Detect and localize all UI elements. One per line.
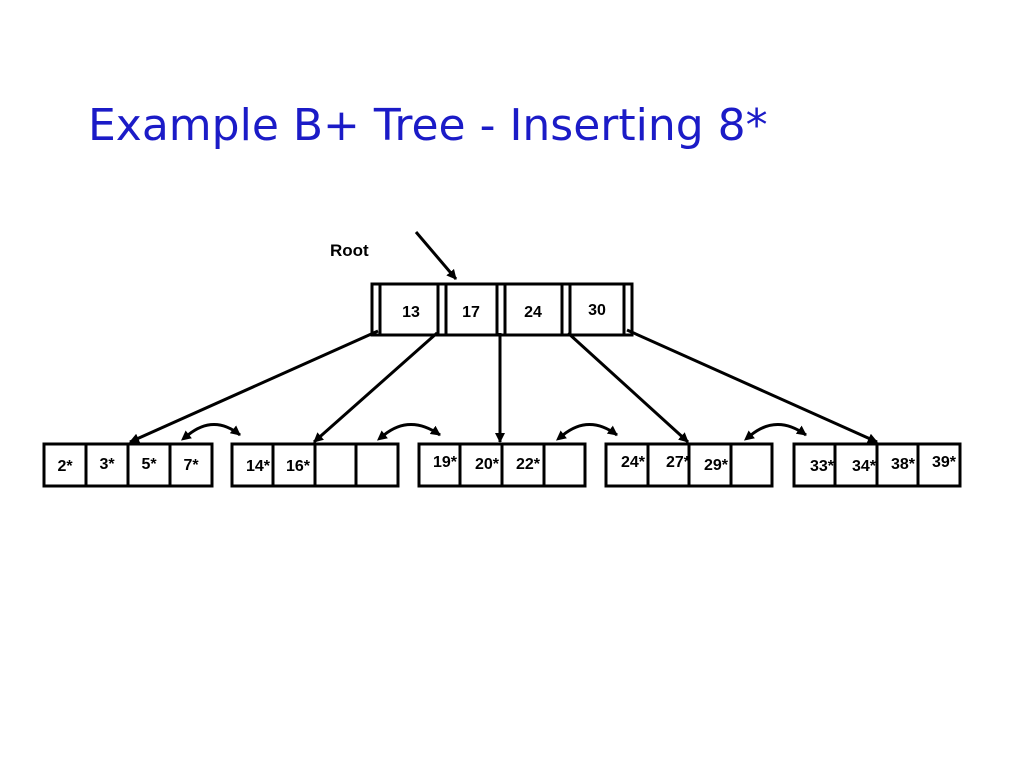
child-pointer-arrow: [313, 331, 438, 444]
leaf-entry: 16*: [286, 458, 311, 475]
leaf-entry: 33*: [810, 458, 835, 475]
leaf-entry: 27*: [666, 454, 691, 471]
leaf-entry: 3*: [99, 456, 115, 473]
sibling-link-arrow: [376, 423, 441, 441]
leaf-entry: 7*: [183, 457, 199, 474]
leaf-entry: 19*: [433, 454, 458, 471]
leaf-entry: 14*: [246, 458, 271, 475]
root-node-box: [370, 282, 634, 337]
leaf-node: 19* 20* 22*: [417, 442, 587, 488]
slide-title: Example B+ Tree - Inserting 8*: [88, 100, 768, 151]
child-pointer-arrow: [566, 331, 690, 444]
sibling-link-arrow: [180, 423, 241, 441]
leaf-node: 24* 27* 29*: [604, 442, 774, 488]
leaf-entry: 29*: [704, 457, 729, 474]
leaf-entry: 20*: [475, 456, 500, 473]
sibling-link-arrow: [555, 423, 618, 441]
root-key: 30: [588, 302, 606, 319]
root-key: 13: [402, 304, 420, 321]
leaf-node: 14* 16*: [230, 442, 400, 488]
leaf-entry: 5*: [141, 456, 157, 473]
root-key: 24: [524, 304, 542, 321]
root-pointer-arrow: [414, 231, 458, 280]
sibling-link-arrow: [743, 423, 807, 441]
root-node: 13 17 24 30: [370, 282, 634, 337]
child-pointers: [129, 328, 878, 444]
leaf-entry: 38*: [891, 456, 916, 473]
leaf-entry: 34*: [852, 458, 877, 475]
leaf-node: 33* 34* 38* 39*: [792, 442, 962, 488]
leaf-node: 2* 3* 5* 7*: [42, 442, 214, 488]
sibling-links: [180, 423, 807, 441]
child-pointer-arrow: [129, 329, 379, 444]
root-label: Root: [330, 241, 369, 260]
child-pointer-arrow: [626, 328, 878, 444]
leaf-entry: 24*: [621, 454, 646, 471]
leaf-entry: 22*: [516, 456, 541, 473]
root-key: 17: [462, 304, 480, 321]
leaf-entry: 39*: [932, 454, 957, 471]
leaf-entry: 2*: [57, 458, 73, 475]
